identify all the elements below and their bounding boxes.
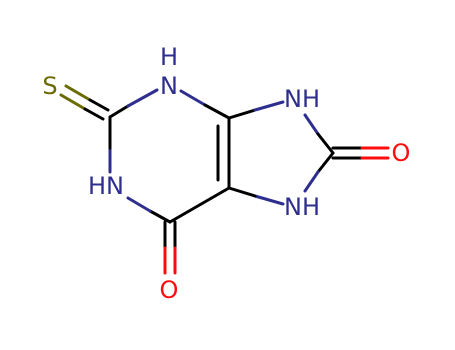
bond-c2-s-a: [64, 84, 92, 102]
n3-atom-label: N: [160, 72, 178, 100]
bond-n7-c5: [253, 194, 285, 206]
bond-c2-n3: [108, 104, 130, 119]
o6-atom-label: O: [160, 276, 179, 304]
bond-c8-n7: [316, 151, 335, 174]
bond-n3-c4: [179, 89, 207, 107]
bond-c6-n1: [148, 209, 172, 224]
bond-c2-s-b: [59, 93, 87, 111]
bond-c4-n9-b: [253, 100, 285, 112]
bond-n3-c4-b: [203, 103, 231, 120]
bond-n9-c8-b: [316, 132, 335, 155]
n3-hydrogen-label: H: [160, 43, 178, 71]
bond-c5-c6: [168, 186, 231, 224]
n9-atom-label: NH: [284, 85, 320, 113]
n7-atom-label: NH: [284, 193, 320, 221]
bond-c2-n3-b: [126, 88, 159, 108]
sulfur-atom-label: S: [42, 72, 57, 100]
bond-c2-s-b2: [83, 107, 105, 121]
bond-c6-n1-b: [126, 196, 152, 213]
bond-c8-n7-b: [303, 170, 320, 193]
o8-atom-label: O: [392, 139, 411, 167]
bond-n7-c5-b: [227, 186, 257, 198]
bond-n9-c8: [303, 113, 320, 136]
bond-c4-n9: [227, 108, 257, 120]
n1-atom-label: HN: [88, 172, 124, 200]
bond-c2-s-a2: [88, 98, 110, 112]
